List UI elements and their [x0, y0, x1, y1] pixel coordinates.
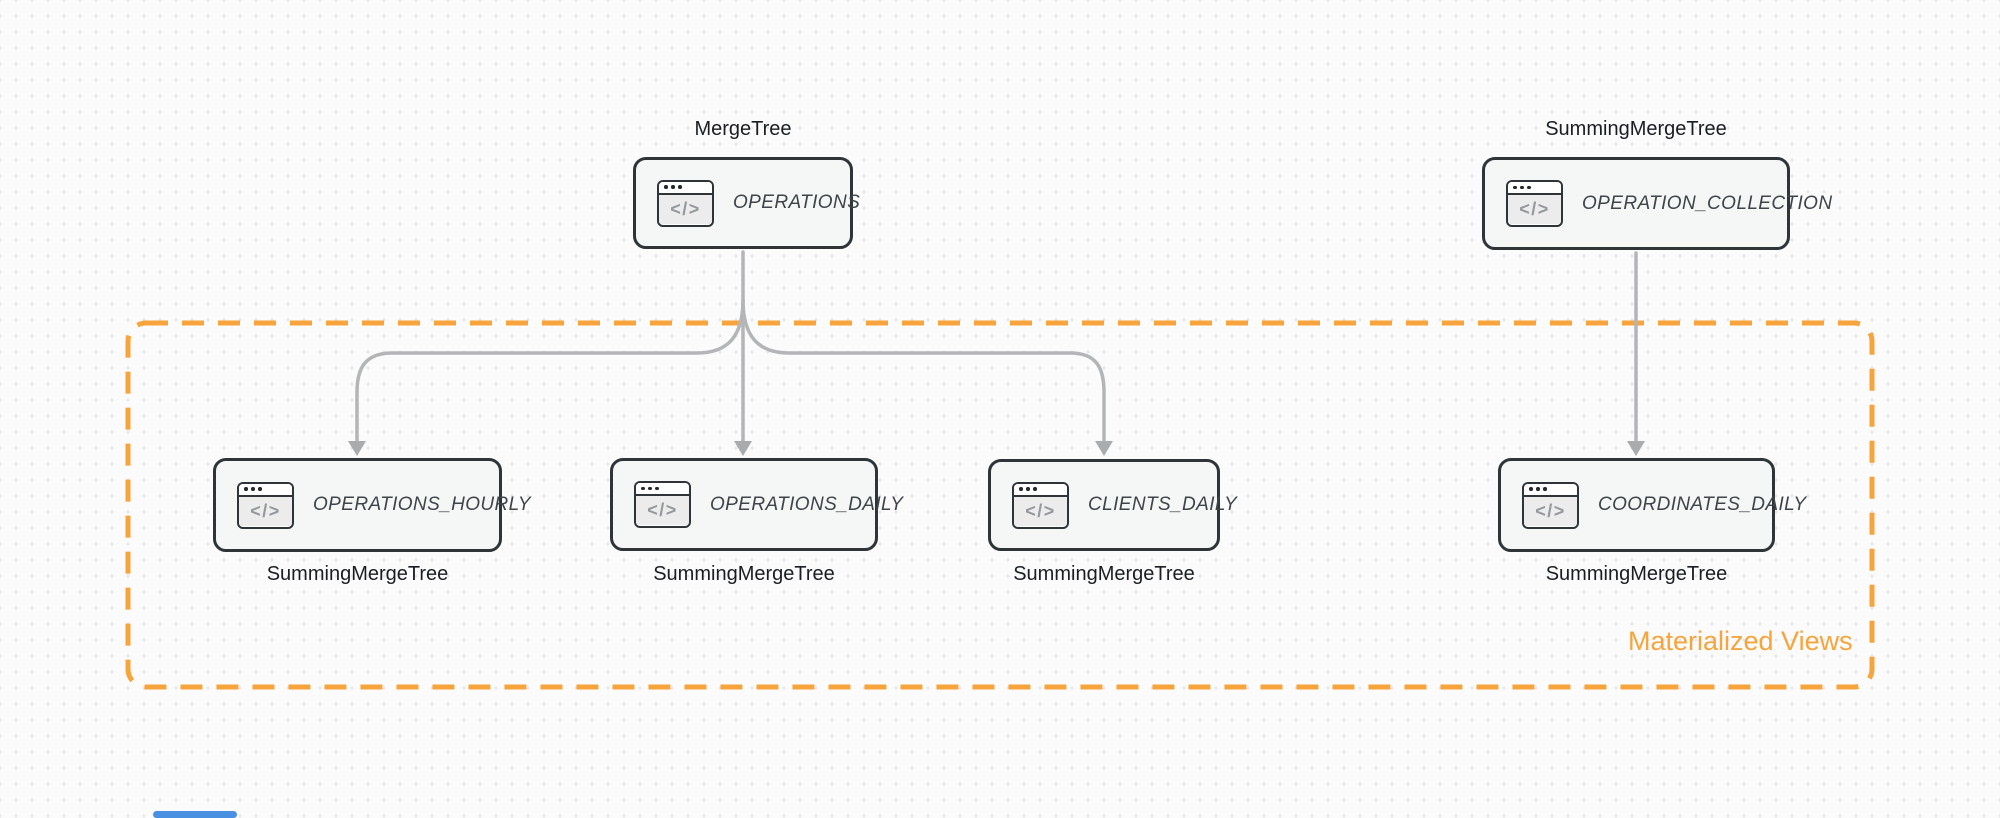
- window-dot: [671, 185, 675, 189]
- window-dot: [1529, 487, 1533, 491]
- engine-caption-operations: MergeTree: [694, 118, 792, 140]
- materialized-views-group-label[interactable]: Materialized Views: [1628, 626, 1853, 656]
- window-dot: [1033, 487, 1037, 491]
- node-clients-daily[interactable]: </> CLIENTS_DAILY: [988, 459, 1237, 551]
- window-dot: [1520, 185, 1524, 190]
- code-window-icon: </>: [1012, 481, 1069, 529]
- code-window-icon: </>: [634, 481, 691, 528]
- arrowhead-coordinates-daily: [1627, 441, 1645, 456]
- window-bar: [1014, 483, 1067, 497]
- horizontal-scrollbar-thumb[interactable]: [153, 811, 237, 818]
- engine-caption-clients-daily: SummingMergeTree: [1013, 563, 1195, 585]
- window-bar: [1508, 182, 1561, 195]
- window-dot: [251, 487, 255, 491]
- table-name-label: OPERATIONS_DAILY: [710, 493, 904, 515]
- code-window-icon: </>: [657, 179, 714, 227]
- window-bar: [659, 181, 712, 195]
- window-dot: [1527, 185, 1531, 190]
- table-name-label: COORDINATES_DAILY: [1598, 494, 1807, 515]
- engine-caption-coordinates-daily: SummingMergeTree: [1545, 563, 1728, 585]
- node-operations-daily[interactable]: </> OPERATIONS_DAILY: [610, 458, 903, 551]
- window-dot: [1543, 487, 1547, 491]
- arrowhead-operations-hourly: [348, 441, 366, 456]
- edge-operations-to-operations-hourly: [355, 298, 745, 443]
- code-glyph: </>: [659, 194, 712, 224]
- engine-caption-operation-collection: SummingMergeTree: [1545, 118, 1727, 140]
- window-bar: [239, 483, 292, 497]
- code-glyph: </>: [239, 496, 292, 526]
- table-name-label: OPERATIONS: [733, 192, 861, 213]
- window-dot: [678, 185, 682, 189]
- code-glyph: </>: [636, 496, 689, 525]
- window-dot: [1513, 185, 1517, 190]
- window-bar: [1524, 483, 1577, 497]
- node-operation-collection[interactable]: </> OPERATION_COLLECTION: [1482, 157, 1832, 250]
- code-window-icon: </>: [1522, 481, 1579, 529]
- code-glyph: </>: [1524, 496, 1577, 526]
- code-window-icon: </>: [1506, 180, 1563, 227]
- code-window-icon: </>: [237, 481, 294, 529]
- node-coordinates-daily[interactable]: </> COORDINATES_DAILY: [1498, 458, 1806, 552]
- node-operations[interactable]: </> OPERATIONS: [633, 157, 860, 249]
- engine-caption-operations-hourly: SummingMergeTree: [266, 563, 449, 585]
- window-dot: [258, 487, 262, 491]
- code-glyph: </>: [1508, 195, 1561, 224]
- node-operations-hourly[interactable]: </> OPERATIONS_HOURLY: [213, 458, 531, 552]
- engine-caption-operations-daily: SummingMergeTree: [653, 563, 835, 585]
- code-glyph: </>: [1014, 496, 1067, 526]
- table-name-label: CLIENTS_DAILY: [1088, 494, 1238, 515]
- table-name-label: OPERATION_COLLECTION: [1582, 192, 1833, 214]
- edge-operations-to-clients-daily: [741, 298, 1106, 443]
- window-dot: [641, 486, 645, 491]
- window-dot: [1026, 487, 1030, 491]
- window-dot: [664, 185, 668, 189]
- window-dot: [1019, 487, 1023, 491]
- window-dot: [648, 486, 652, 491]
- arrowhead-operations-daily: [734, 441, 752, 456]
- arrowhead-clients-daily: [1095, 441, 1113, 456]
- window-bar: [636, 483, 689, 496]
- window-dot: [1536, 487, 1540, 491]
- window-dot: [244, 487, 248, 491]
- table-name-label: OPERATIONS_HOURLY: [313, 494, 531, 515]
- window-dot: [655, 486, 659, 491]
